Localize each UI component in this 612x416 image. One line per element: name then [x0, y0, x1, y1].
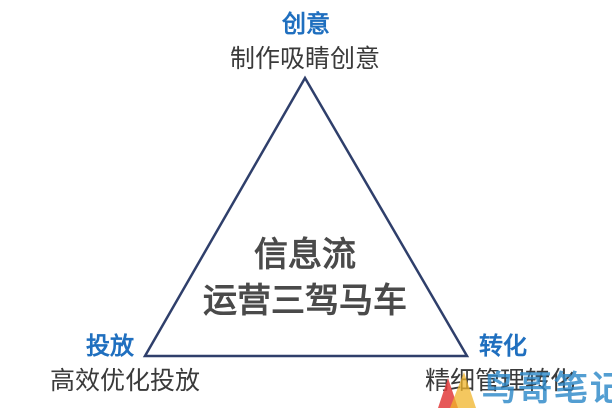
left-subtitle: 高效优化投放: [49, 366, 200, 395]
watermark-text: 鸟哥笔记: [482, 369, 612, 409]
top-subtitle: 制作吸睛创意: [229, 44, 380, 73]
watermark-logo: 鸟哥笔记: [420, 368, 612, 412]
top-title: 创意: [282, 10, 330, 38]
right-title: 转化: [479, 332, 527, 360]
center-line-1: 信息流: [254, 235, 356, 275]
bird-logo-icon: [438, 372, 476, 408]
center-line-2: 运营三驾马车: [203, 281, 407, 321]
triangle-outline: [142, 75, 470, 358]
left-title: 投放: [86, 332, 134, 360]
